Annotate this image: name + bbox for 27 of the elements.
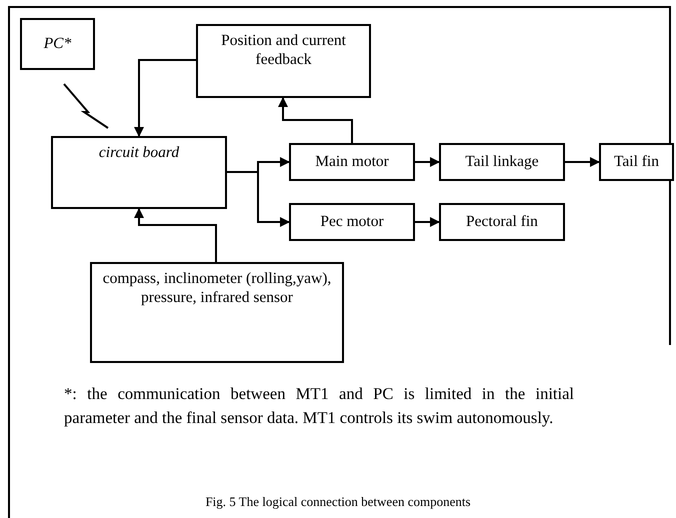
process-box — [20, 18, 95, 70]
arrow — [415, 157, 440, 167]
process-box — [51, 136, 227, 209]
box-label: Pectoral fin — [466, 212, 538, 232]
process-box — [439, 203, 565, 241]
footnote: *: the communication between MT1 and PC is limited in the initial parameter and the final sensor data. MT1 controls its swim autonomously. — [64, 383, 574, 429]
box-label: Main motor — [315, 152, 389, 172]
box-label: Position and current feedback — [220, 32, 347, 70]
arrow — [415, 217, 440, 227]
process-box — [599, 143, 674, 181]
box-label: Pec motor — [320, 212, 384, 232]
process-box — [90, 262, 344, 363]
figure-caption: Fig. 5 The logical connection between components — [204, 494, 472, 510]
box-label: circuit board — [98, 144, 180, 163]
process-box — [196, 24, 371, 98]
arrow — [134, 208, 217, 262]
process-box — [439, 143, 565, 181]
box-label: Tail linkage — [465, 152, 539, 172]
arrow — [278, 97, 353, 143]
wireless-link — [63, 83, 109, 129]
process-box — [289, 203, 415, 241]
arrow — [565, 157, 600, 167]
box-label: PC* — [44, 34, 72, 54]
box-label: Tail fin — [614, 152, 659, 172]
process-box — [289, 143, 415, 181]
box-label: compass, inclinometer (rolling,yaw), pressure, infrared sensor — [102, 270, 332, 308]
arrow — [134, 59, 196, 137]
